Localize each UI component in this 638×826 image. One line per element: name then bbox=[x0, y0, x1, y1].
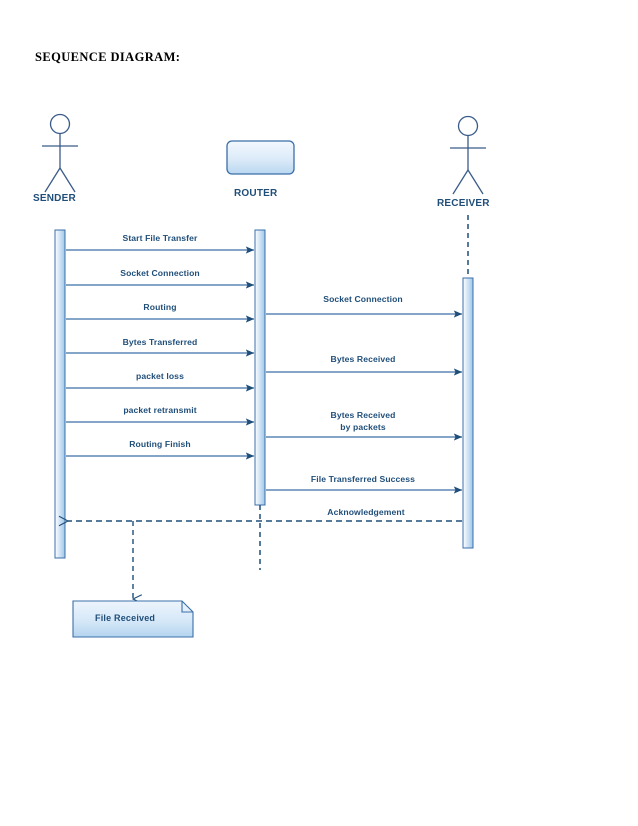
message-label-routing: Routing bbox=[143, 302, 177, 312]
message-label-bytes-received-by-packets: Bytes Received by packets bbox=[330, 410, 396, 432]
message-label-bytes-received: Bytes Received bbox=[330, 354, 396, 364]
message-label-start-file-transfer: Start File Transfer bbox=[122, 233, 198, 243]
actor-receiver bbox=[450, 115, 486, 195]
lifeline-label-router: ROUTER bbox=[234, 188, 278, 199]
note-file-received bbox=[72, 600, 194, 638]
page-title: SEQUENCE DIAGRAM: bbox=[35, 50, 181, 64]
lifeline-box-router bbox=[226, 140, 295, 175]
activation-bar-sender bbox=[54, 229, 66, 559]
message-label-socket-connection-sender: Socket Connection bbox=[120, 268, 200, 278]
message-label-file-transferred-success: File Transferred Success bbox=[310, 474, 416, 484]
lifeline-label-receiver: RECEIVER bbox=[437, 198, 490, 209]
actor-sender bbox=[42, 113, 78, 193]
note-label-file-received: File Received bbox=[95, 613, 156, 623]
message-label-acknowledgement: Acknowledgement bbox=[327, 507, 405, 517]
message-label-packet-retransmit: packet retransmit bbox=[123, 405, 197, 415]
message-label-packet-loss: packet loss bbox=[136, 371, 184, 381]
message-label-socket-connection-router: Socket Connection bbox=[323, 294, 403, 304]
message-label-routing-finish: Routing Finish bbox=[129, 439, 191, 449]
note-folded-corner bbox=[181, 601, 193, 613]
lifeline-label-sender: SENDER bbox=[33, 193, 76, 204]
activation-bar-receiver bbox=[462, 277, 474, 549]
message-label-bytes-transferred: Bytes Transferred bbox=[122, 337, 198, 347]
